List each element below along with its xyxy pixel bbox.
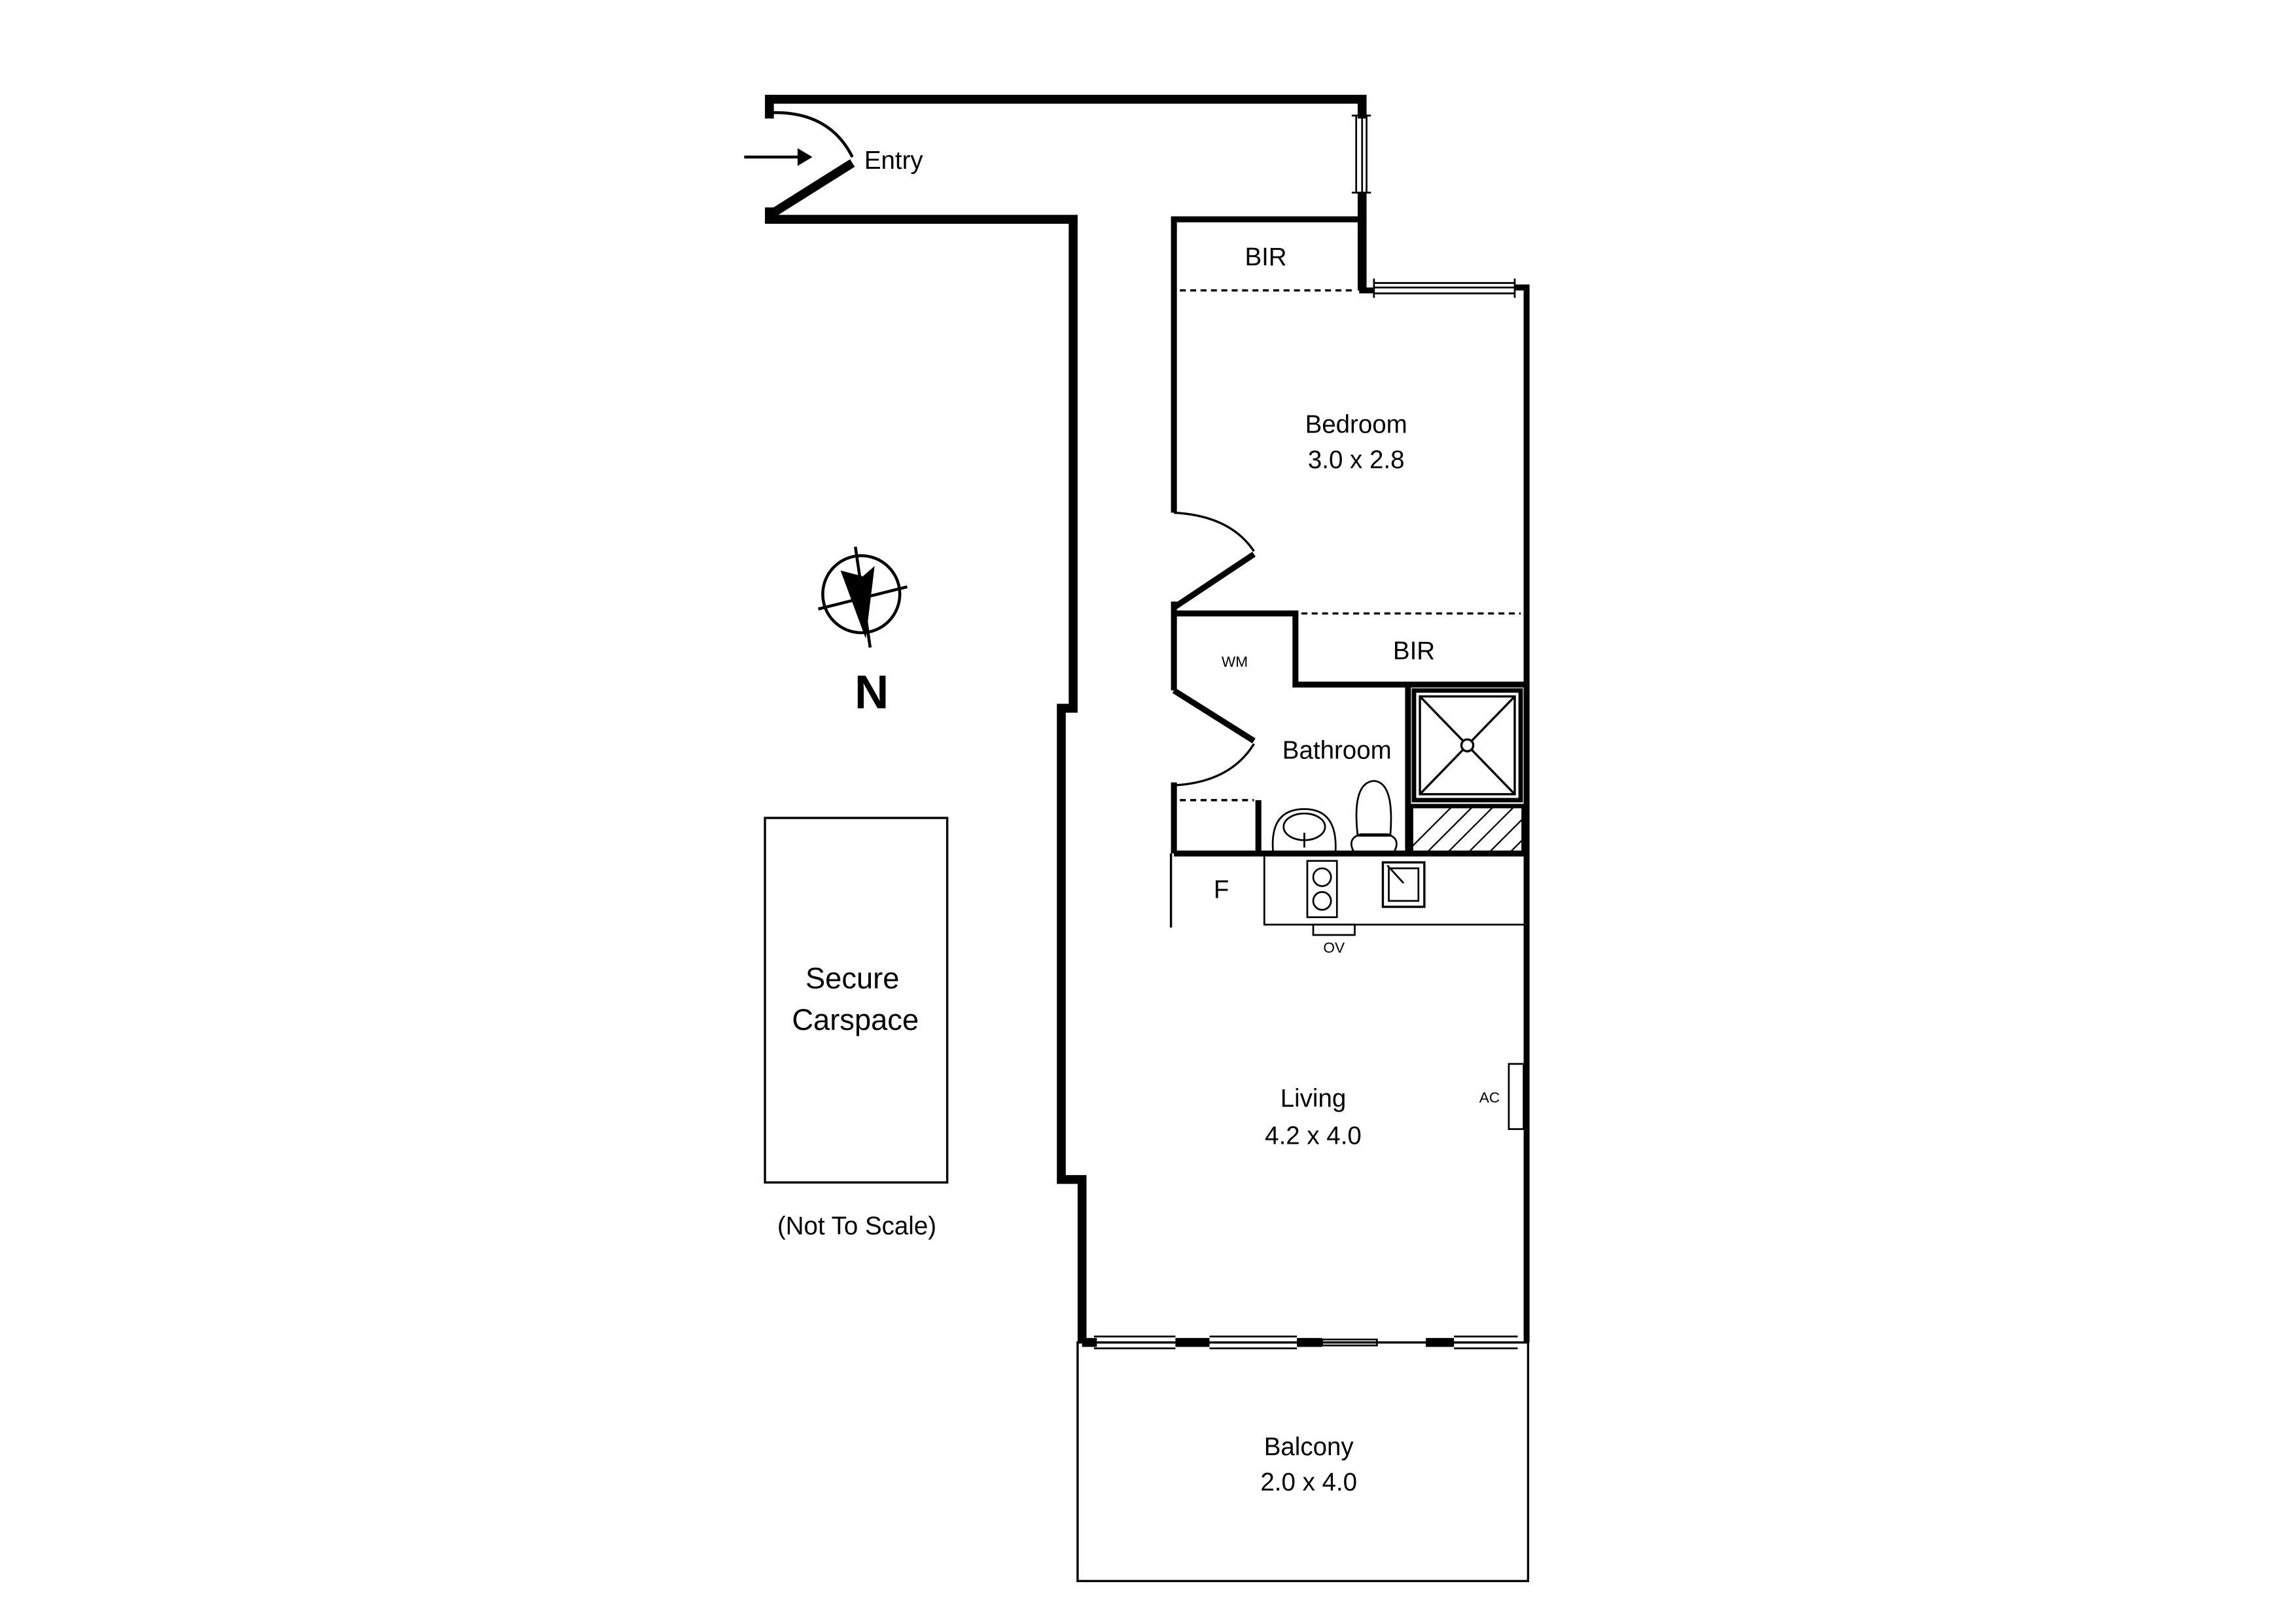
shower-icon xyxy=(1411,688,1523,803)
bedroom-window xyxy=(1373,278,1516,298)
north-arrow-icon xyxy=(818,546,908,648)
oven-label: OV xyxy=(1323,940,1345,956)
bedroom-door[interactable] xyxy=(1172,511,1256,610)
bir-mid-label: BIR xyxy=(1393,637,1435,665)
fridge-label: F xyxy=(1214,875,1229,904)
entry-label: Entry xyxy=(864,147,924,175)
toilet-icon xyxy=(1350,780,1398,855)
north-label: N xyxy=(855,665,889,718)
entry-corridor-walls xyxy=(765,94,1367,1343)
entry-door[interactable] xyxy=(769,111,855,217)
carspace-outline xyxy=(764,817,949,1184)
balcony-label: Balcony xyxy=(1264,1433,1354,1461)
bathroom-door[interactable] xyxy=(1172,688,1256,786)
living-dims: 4.2 x 4.0 xyxy=(1265,1121,1362,1150)
bathroom-label: Bathroom xyxy=(1282,736,1392,764)
hatched-area xyxy=(1409,803,1526,856)
balcony-outline xyxy=(1076,1341,1530,1583)
bir-top-label: BIR xyxy=(1245,243,1286,271)
ac-label: AC xyxy=(1479,1089,1500,1106)
carspace-label-2: Carspace xyxy=(792,1003,919,1036)
basin-icon xyxy=(1271,808,1337,854)
living-label: Living xyxy=(1280,1085,1347,1113)
unit-walls xyxy=(1171,216,1530,1343)
wm-label: WM xyxy=(1222,654,1248,670)
balcony-dims: 2.0 x 4.0 xyxy=(1260,1468,1357,1496)
bedroom-dims: 3.0 x 2.8 xyxy=(1308,446,1405,474)
entry-window xyxy=(1351,115,1371,194)
carspace-label-1: Secure xyxy=(805,961,899,995)
bedroom-label: Bedroom xyxy=(1305,410,1407,438)
scale-note: (Not To Scale) xyxy=(777,1212,936,1240)
kitchen-bench xyxy=(1263,855,1527,936)
ac-unit-icon xyxy=(1508,1063,1525,1130)
